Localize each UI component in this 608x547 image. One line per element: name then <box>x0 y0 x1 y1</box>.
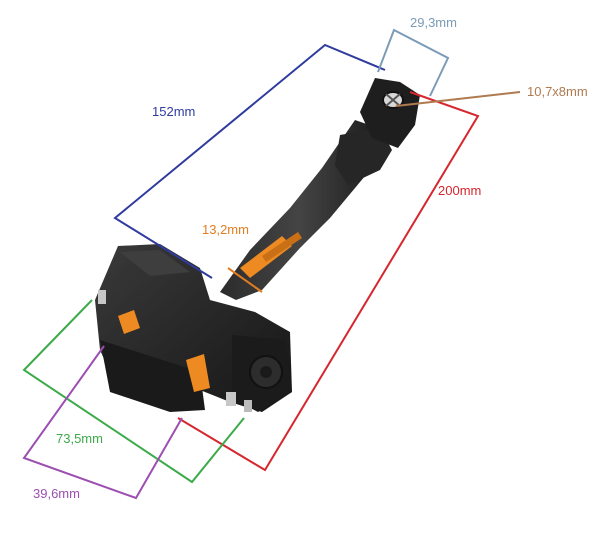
dim-line-200mm <box>177 91 480 472</box>
label-73mm: 73,5mm <box>56 431 103 446</box>
strap-link <box>335 128 392 185</box>
orange-tab-right <box>186 354 210 392</box>
dim-line-hole <box>395 91 521 107</box>
dim-line-29mm <box>377 28 450 97</box>
label-152mm: 152mm <box>152 104 195 119</box>
orange-tab-left <box>118 310 140 334</box>
housing-front-face <box>100 340 205 412</box>
dim-line-73mm <box>22 299 245 484</box>
label-200mm: 200mm <box>438 183 481 198</box>
label-13mm: 13,2mm <box>202 222 249 237</box>
door-check-strap-icon <box>95 78 420 412</box>
label-hole-size: 10,7x8mm <box>527 84 588 99</box>
dim-line-152mm <box>113 43 386 279</box>
dim-line-39mm <box>22 345 183 500</box>
top-bracket <box>360 78 420 148</box>
dim-line-13mm <box>227 267 263 293</box>
label-29mm: 29,3mm <box>410 15 457 30</box>
label-39mm: 39,6mm <box>33 486 80 501</box>
